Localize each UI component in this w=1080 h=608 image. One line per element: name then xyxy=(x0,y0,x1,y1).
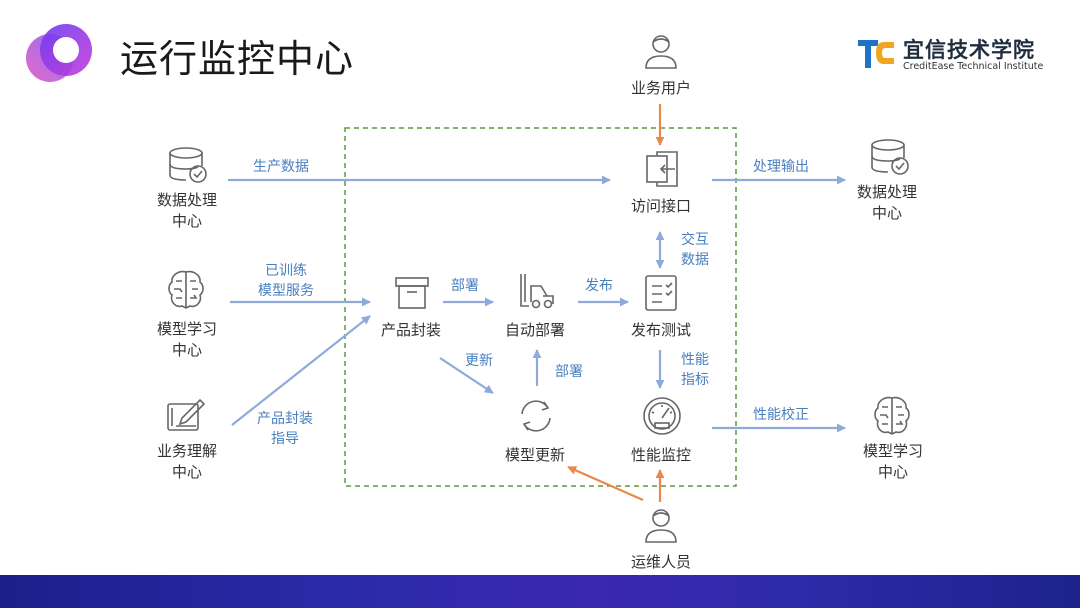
edge-ops-update xyxy=(567,465,644,502)
edge-label-trained-model: 已训练 模型服务 xyxy=(258,263,314,299)
user-icon xyxy=(645,35,677,69)
checklist-icon xyxy=(645,275,677,311)
user-icon xyxy=(645,509,677,543)
node-perf-monitor: 性能监控 xyxy=(630,446,691,464)
edge-update xyxy=(439,357,494,394)
database-check-icon xyxy=(169,147,207,183)
node-business-center: 业务理解 中心 xyxy=(156,442,217,481)
edge-package-guidance xyxy=(231,315,371,426)
brand-logo-icon xyxy=(858,40,894,68)
brain-icon xyxy=(168,270,204,309)
database-check-icon xyxy=(871,139,909,175)
edge-label-interact-data: 交互 数据 xyxy=(681,232,709,268)
edge-label-publish: 发布 xyxy=(585,278,613,294)
node-access-interface: 访问接口 xyxy=(630,197,691,215)
edge-label-deploy: 部署 xyxy=(451,278,479,294)
refresh-icon xyxy=(521,400,551,432)
edge-label-perf-calibration: 性能校正 xyxy=(753,407,809,423)
brain-icon xyxy=(874,396,910,435)
brand-name-en: CreditEase Technical Institute xyxy=(903,61,1044,72)
edge-label-process-output: 处理输出 xyxy=(753,159,809,175)
brand-name: 宜信技术学院 xyxy=(903,38,1035,62)
forklift-icon xyxy=(520,274,554,309)
edge-label-perf-metrics: 性能 指标 xyxy=(681,352,709,388)
node-data-center-right: 数据处理 中心 xyxy=(856,183,917,222)
footer-band xyxy=(0,575,1080,608)
login-icon xyxy=(646,151,678,187)
node-model-center-right: 模型学习 中心 xyxy=(862,442,923,481)
page-title: 运行监控中心 xyxy=(120,37,355,81)
node-auto-deploy: 自动部署 xyxy=(504,321,565,339)
node-model-update: 模型更新 xyxy=(504,446,565,464)
monitoring-boundary xyxy=(344,127,737,487)
node-ops-staff: 运维人员 xyxy=(630,553,691,571)
logo-icon xyxy=(26,24,92,82)
node-release-test: 发布测试 xyxy=(630,321,691,339)
tablet-pen-icon xyxy=(167,398,206,431)
node-product-package: 产品封装 xyxy=(380,321,441,339)
edge-label-production-data: 生产数据 xyxy=(253,159,309,175)
edge-label-package-guidance: 产品封装 指导 xyxy=(257,411,313,447)
box-icon xyxy=(395,277,429,309)
edge-label-update: 更新 xyxy=(465,353,493,369)
gauge-icon xyxy=(643,397,681,435)
edge-label-deploy-up: 部署 xyxy=(555,364,583,380)
node-business-user: 业务用户 xyxy=(630,79,691,97)
node-data-center-left: 数据处理 中心 xyxy=(156,191,217,230)
node-model-center-left: 模型学习 中心 xyxy=(156,320,217,359)
